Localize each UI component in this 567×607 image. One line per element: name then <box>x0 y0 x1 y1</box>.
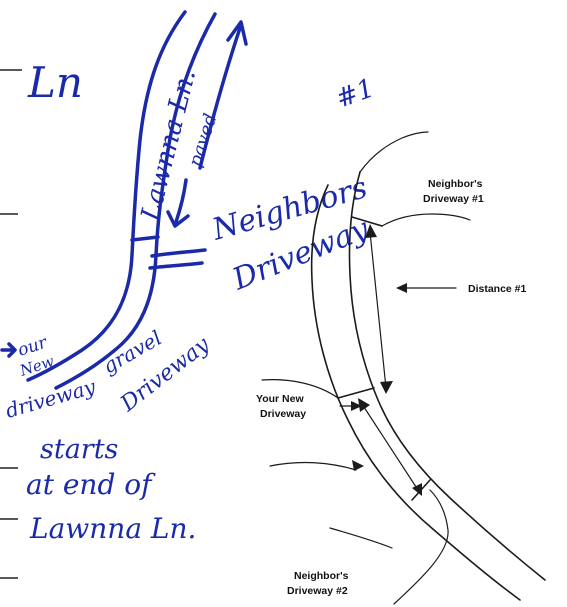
neighbor-1-upper-curve <box>360 132 428 172</box>
hand-sketch: Ln Lawnna Ln. paved #1 Neighbors Drivewa… <box>2 12 378 545</box>
neighbor-2-left-curve <box>330 528 392 548</box>
new-driveway-lower-curve <box>270 463 356 470</box>
margin-rules <box>0 70 22 578</box>
lawnna-ln-label: Lawnna Ln. <box>29 512 196 545</box>
number-1-label: #1 <box>332 73 378 114</box>
neighbor-2-right-curve <box>394 490 448 604</box>
lower-driveway-arrow <box>352 460 364 471</box>
ln-heading: Ln <box>27 58 83 107</box>
distance-1-label: Distance #1 <box>468 283 527 295</box>
driveway-inner-edge <box>349 172 545 580</box>
neighbor-2-label-line2: Driveway #2 <box>287 585 348 597</box>
distance-1-arrow-bottom <box>380 381 393 394</box>
driveway-tick <box>338 388 374 398</box>
neighbor-1-label-line1: Neighbor's <box>428 178 483 190</box>
neighbor-driveway-stroke <box>150 263 202 268</box>
neighbor-1-label-line2: Driveway #1 <box>423 193 484 205</box>
at-end-of-label: at end of <box>26 468 156 501</box>
distance-2-arrow-line <box>362 404 418 490</box>
neighbor-driveway-stroke <box>152 250 205 256</box>
neighbor-2-label-line1: Neighbor's <box>294 570 349 582</box>
road-end-line <box>132 237 158 240</box>
neighbors-arrow-shaft <box>176 180 186 222</box>
your-new-driveway-label-line1: Your New <box>256 393 304 405</box>
distance-1-leader-head <box>396 283 407 293</box>
starts-label: starts <box>40 434 118 465</box>
neighbor-1-lower-curve <box>382 214 470 226</box>
driveway-gravel-label: driveway <box>3 374 99 423</box>
your-new-driveway-label-line2: Driveway <box>260 408 306 420</box>
our-new-arrow <box>2 344 15 356</box>
distance-1-arrow-line <box>370 232 386 388</box>
